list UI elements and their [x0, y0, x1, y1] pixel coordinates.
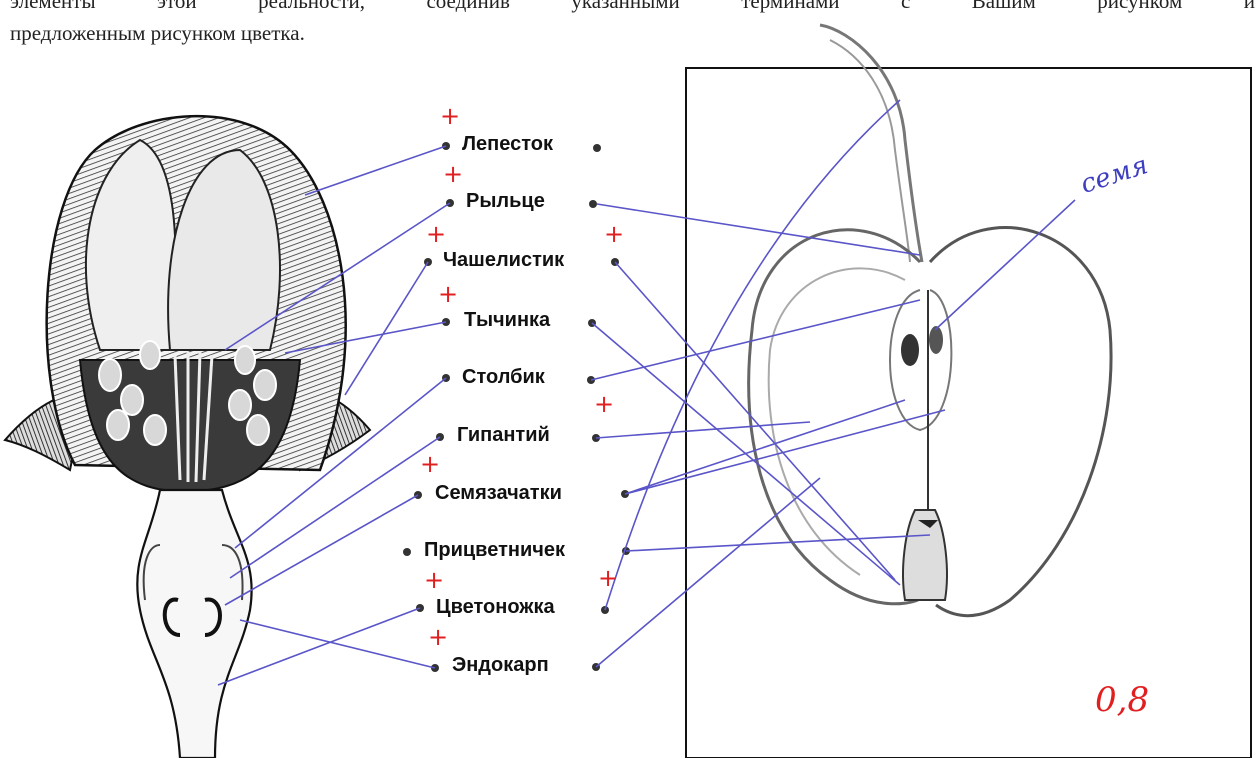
term-stamen: Тычинка [464, 309, 550, 332]
seed-right-shape [929, 326, 943, 354]
apple-stalk-shape [820, 25, 922, 262]
check-mark: + [594, 392, 614, 416]
check-mark: + [428, 625, 448, 649]
check-mark: + [443, 162, 463, 186]
check-mark: + [426, 222, 446, 246]
term-hypanthium: Гипантий [457, 424, 550, 447]
term-bracteole: Прицветничек [424, 539, 565, 562]
check-mark: + [604, 222, 624, 246]
check-mark: + [440, 104, 460, 128]
receptacle-pedicel-shape [137, 490, 251, 758]
term-style: Столбик [462, 366, 545, 389]
seed-left-shape [901, 334, 919, 366]
check-mark: + [424, 568, 444, 592]
term-sepal: Чашелистик [443, 249, 564, 272]
apple-core-shape [890, 290, 951, 430]
grade-mark: 0,8 [1095, 680, 1149, 720]
check-mark: + [438, 282, 458, 306]
term-stigma: Рыльце [466, 190, 545, 213]
check-mark: + [420, 452, 440, 476]
term-petal: Лепесток [462, 133, 553, 156]
term-ovules: Семязачатки [435, 482, 562, 505]
apple-outline-left [749, 230, 920, 604]
apple-section-drawing [686, 25, 1251, 758]
check-mark: + [598, 566, 618, 590]
term-endocarp: Эндокарп [452, 654, 549, 677]
apple-outline-right [930, 228, 1111, 616]
term-pedicel: Цветоножка [436, 596, 555, 619]
flower-section-drawing [5, 116, 370, 758]
